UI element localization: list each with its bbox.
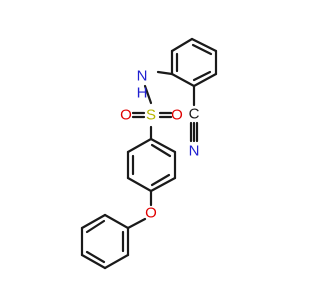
atom-o-right: O: [171, 107, 183, 124]
bond-inner: [85, 250, 106, 264]
bond: [126, 137, 153, 154]
atom-o-ether: O: [145, 205, 157, 222]
bond: [170, 72, 196, 88]
bond-ring-nh: [156, 70, 174, 76]
molecule-diagram: N H S O O C N O: [80, 37, 218, 270]
bond: [103, 253, 130, 270]
bond: [126, 176, 153, 193]
atom-n-amine: N: [137, 68, 148, 85]
cyanophenyl-ring: [170, 37, 218, 88]
atom-s: S: [146, 107, 156, 124]
bond: [149, 137, 177, 154]
bond-inner: [85, 219, 106, 234]
atom-n-nitrile: N: [189, 143, 200, 160]
bond-inner: [150, 173, 171, 187]
bond: [103, 213, 130, 230]
central-ring: [126, 137, 177, 193]
bond: [80, 213, 107, 230]
bond-inner: [191, 43, 213, 56]
bond-inner: [150, 143, 172, 158]
atom-c-nitrile: C: [189, 106, 200, 123]
atom-h-amine: H: [137, 85, 148, 102]
bond: [192, 72, 218, 88]
atom-o-left: O: [120, 107, 132, 124]
bond: [170, 37, 194, 53]
phenyl-ring: [80, 213, 130, 270]
structure-svg: N H S O O C N O: [80, 37, 218, 270]
bond: [149, 176, 177, 193]
bond: [80, 253, 107, 270]
bond-o-ring: [126, 217, 147, 230]
bond-nh-s: [143, 84, 153, 105]
bond: [190, 37, 218, 53]
bond-inner: [192, 70, 212, 82]
